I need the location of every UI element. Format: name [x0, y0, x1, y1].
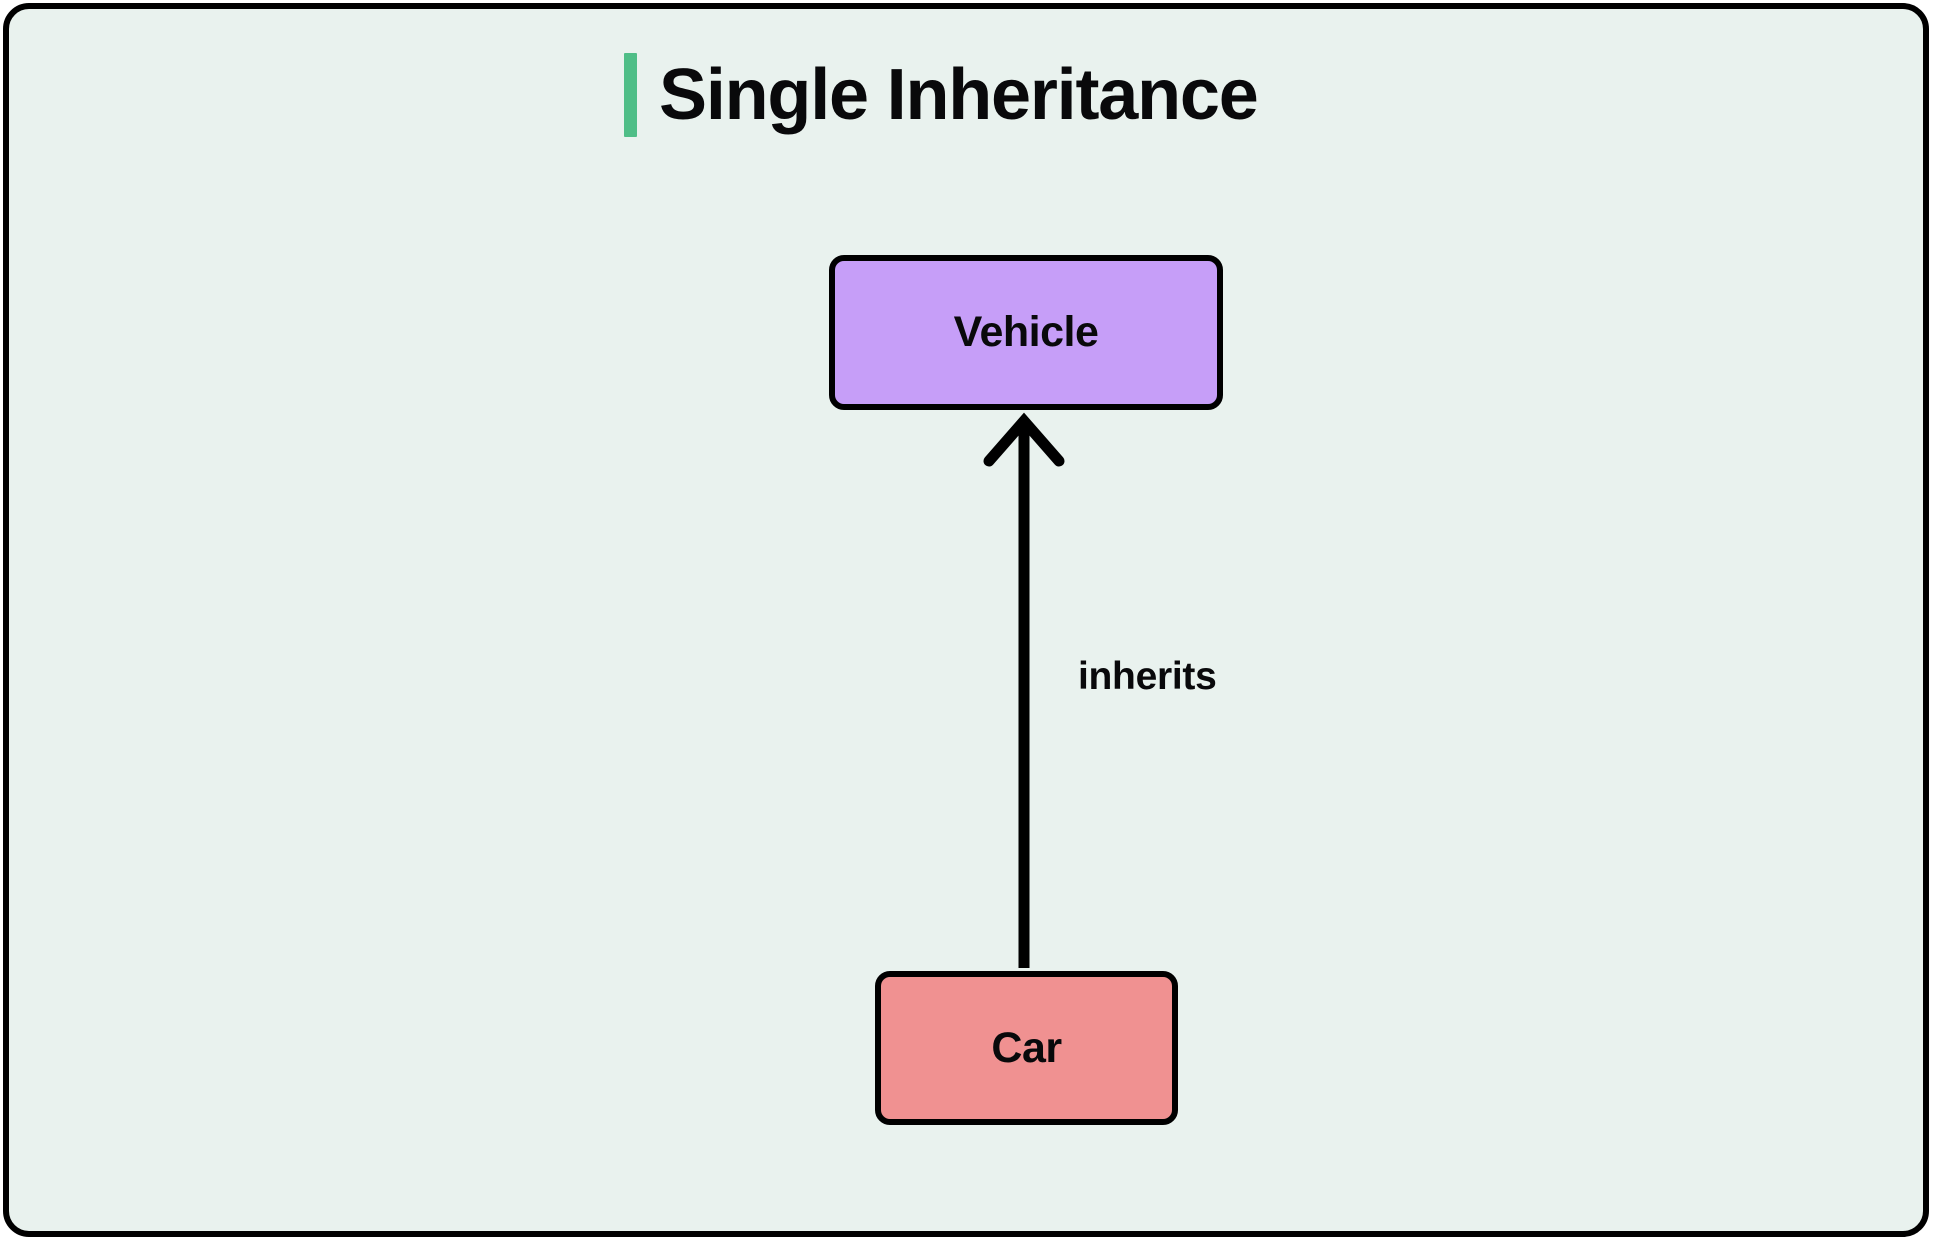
node-vehicle-label: Vehicle — [953, 308, 1099, 356]
page-title: Single Inheritance — [659, 55, 1259, 135]
node-vehicle[interactable]: Vehicle — [829, 255, 1223, 410]
diagram-title-block: Single Inheritance — [624, 45, 1259, 145]
edge-label-inherits: inherits — [1078, 655, 1217, 698]
node-car[interactable]: Car — [875, 971, 1178, 1125]
node-car-label: Car — [991, 1023, 1062, 1072]
arrowhead-icon — [983, 412, 1065, 467]
title-accent-bar — [624, 53, 637, 137]
edge-car-inherits-vehicle — [983, 412, 1065, 968]
diagram-canvas: Single Inheritance inherits Vehicle Car — [3, 3, 1929, 1237]
